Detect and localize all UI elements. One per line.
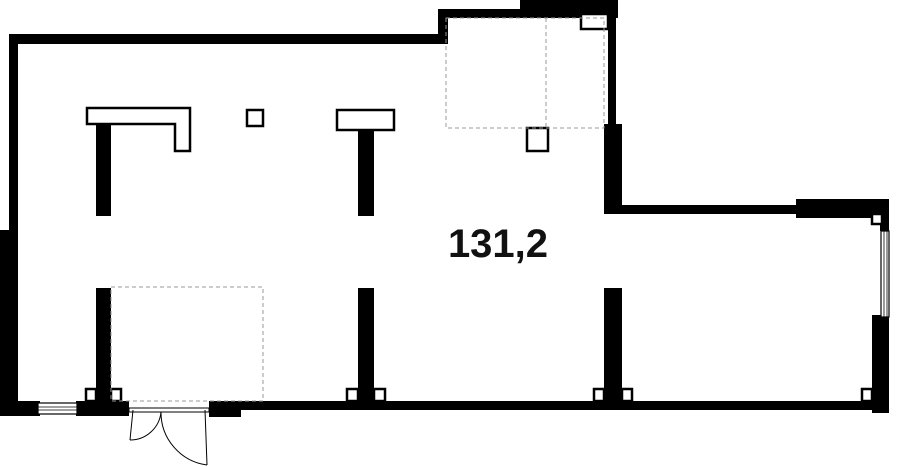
dashed-zone-top xyxy=(445,17,605,129)
column-right-lower xyxy=(604,288,622,406)
wall-left xyxy=(9,34,18,406)
corner-fixture-right xyxy=(870,212,884,226)
dashed-zones xyxy=(110,17,605,402)
base-right-2 xyxy=(620,387,634,403)
wall-bottom-mid xyxy=(76,401,129,416)
window-bottom-left xyxy=(37,402,78,415)
base-right-1 xyxy=(592,387,606,403)
base-left-2 xyxy=(109,387,123,403)
interior-columns xyxy=(96,124,622,406)
wall-bottom-right-block xyxy=(209,401,241,417)
dashed-zone-bottom xyxy=(110,286,264,402)
window-right xyxy=(880,230,890,318)
base-far-right xyxy=(860,387,874,403)
windows xyxy=(37,230,890,415)
fixtures xyxy=(84,12,884,403)
small-square-fixture xyxy=(245,108,265,128)
wall-bottom-right xyxy=(238,401,889,410)
wall-upper-right-thick xyxy=(604,124,622,214)
wall-right-top xyxy=(880,199,889,231)
base-mid-2 xyxy=(372,387,387,403)
base-mid-1 xyxy=(345,387,360,403)
column-left-upper xyxy=(96,124,111,216)
column-left-lower xyxy=(96,288,111,406)
wall-top-left xyxy=(9,34,447,44)
wall-notch-vertical xyxy=(438,9,448,44)
l-shaped-counter xyxy=(85,106,192,153)
t-shaped-cap xyxy=(335,108,396,132)
wall-left-thick xyxy=(0,230,12,416)
outer-walls xyxy=(0,0,889,417)
column-mid-upper xyxy=(358,124,374,216)
column-mid-lower xyxy=(358,288,374,406)
wall-upper-right-vertical xyxy=(608,9,616,214)
area-label: 131,2 xyxy=(447,222,549,266)
entrance-door xyxy=(128,407,210,466)
base-left-1 xyxy=(84,387,98,403)
wall-step-block xyxy=(796,199,884,218)
square-fixture-right xyxy=(525,126,550,153)
wall-bottom-left xyxy=(0,401,40,416)
wall-step xyxy=(604,205,884,214)
wall-right-bottom xyxy=(872,315,889,413)
